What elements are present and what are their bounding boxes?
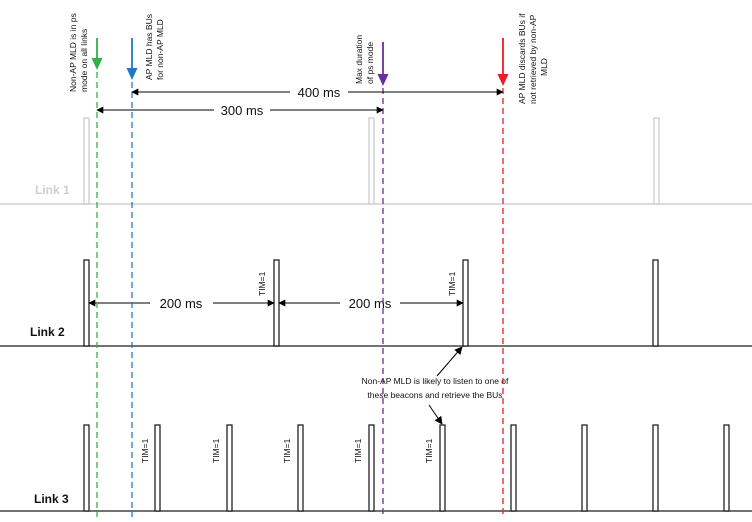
blue-event-label: AP MLD has BUs for non-AP MLD — [144, 14, 165, 80]
retrieve-annotation: Non-AP MLD is likely to listen to one of… — [362, 346, 509, 425]
green-event-label: Non-AP MLD is in ps mode on all links — [68, 13, 89, 92]
green-event-arrow — [91, 38, 103, 70]
tim-label: TIM=1 — [211, 438, 221, 463]
link3-beacon-tim — [226, 424, 233, 512]
link3-beacon-tim — [154, 424, 161, 512]
svg-text:MLD: MLD — [539, 58, 549, 76]
link3-timeline: TIM=1 TIM=1 TIM=1 TIM=1 TIM=1 Link 3 — [0, 424, 752, 512]
link3-beacon — [83, 424, 90, 512]
svg-text:mode on all links: mode on all links — [79, 29, 89, 92]
red-event-label: AP MLD discards BUs if not retrieved by … — [517, 13, 549, 104]
tim-label: TIM=1 — [447, 271, 457, 296]
tim-label: TIM=1 — [140, 438, 150, 463]
red-event-arrow — [497, 38, 509, 86]
link3-beacon — [581, 424, 588, 512]
link2-timeline: TIM=1 TIM=1 200 ms 200 ms Link 2 — [0, 259, 752, 347]
purple-event-arrow — [377, 42, 389, 86]
svg-text:of ps mode: of ps mode — [365, 42, 375, 84]
duration-label-200ms: 200 ms — [160, 296, 203, 311]
tim-label: TIM=1 — [282, 438, 292, 463]
duration-label-400ms: 400 ms — [298, 85, 341, 100]
link3-label: Link 3 — [34, 492, 69, 506]
link3-beacon-tim — [297, 424, 304, 512]
svg-text:AP MLD has BUs: AP MLD has BUs — [144, 14, 154, 80]
duration-label-300ms: 300 ms — [221, 103, 264, 118]
purple-event-label: Max duration of ps mode — [354, 35, 375, 84]
link2-beacon — [652, 259, 659, 347]
tim-label: TIM=1 — [257, 271, 267, 296]
tim-label: TIM=1 — [424, 438, 434, 463]
blue-event-arrow — [126, 38, 138, 80]
link3-beacon — [652, 424, 659, 512]
annotation-line-1: Non-AP MLD is likely to listen to one of — [362, 376, 509, 386]
link3-beacon — [510, 424, 517, 512]
link2-beacon-tim — [462, 259, 469, 347]
link1-beacon — [653, 117, 660, 205]
link1-beacon — [83, 117, 90, 205]
link1-timeline: Link 1 — [0, 117, 752, 205]
link2-beacon-tim — [273, 259, 280, 347]
link3-beacon-tim — [368, 424, 375, 512]
duration-400ms: 400 ms — [131, 85, 504, 100]
link1-label: Link 1 — [35, 183, 70, 197]
duration-300ms: 300 ms — [96, 103, 384, 118]
link1-beacon — [368, 117, 375, 205]
link2-beacon — [83, 259, 90, 347]
annotation-line-2: these beacons and retrieve the BUs — [367, 390, 502, 400]
duration-label-200ms: 200 ms — [349, 296, 392, 311]
svg-text:AP MLD discards BUs if: AP MLD discards BUs if — [517, 13, 527, 104]
link3-beacon — [723, 424, 730, 512]
svg-text:Max duration: Max duration — [354, 35, 364, 84]
link3-beacon-tim — [439, 424, 446, 512]
link2-label: Link 2 — [30, 325, 65, 339]
tim-label: TIM=1 — [353, 438, 363, 463]
svg-text:not retrieved by non-AP: not retrieved by non-AP — [528, 14, 538, 104]
svg-text:for non-AP MLD: for non-AP MLD — [155, 19, 165, 80]
svg-text:Non-AP MLD is in ps: Non-AP MLD is in ps — [68, 13, 78, 92]
annotation-arrow-down — [428, 404, 443, 425]
annotation-arrow-up — [436, 346, 463, 377]
